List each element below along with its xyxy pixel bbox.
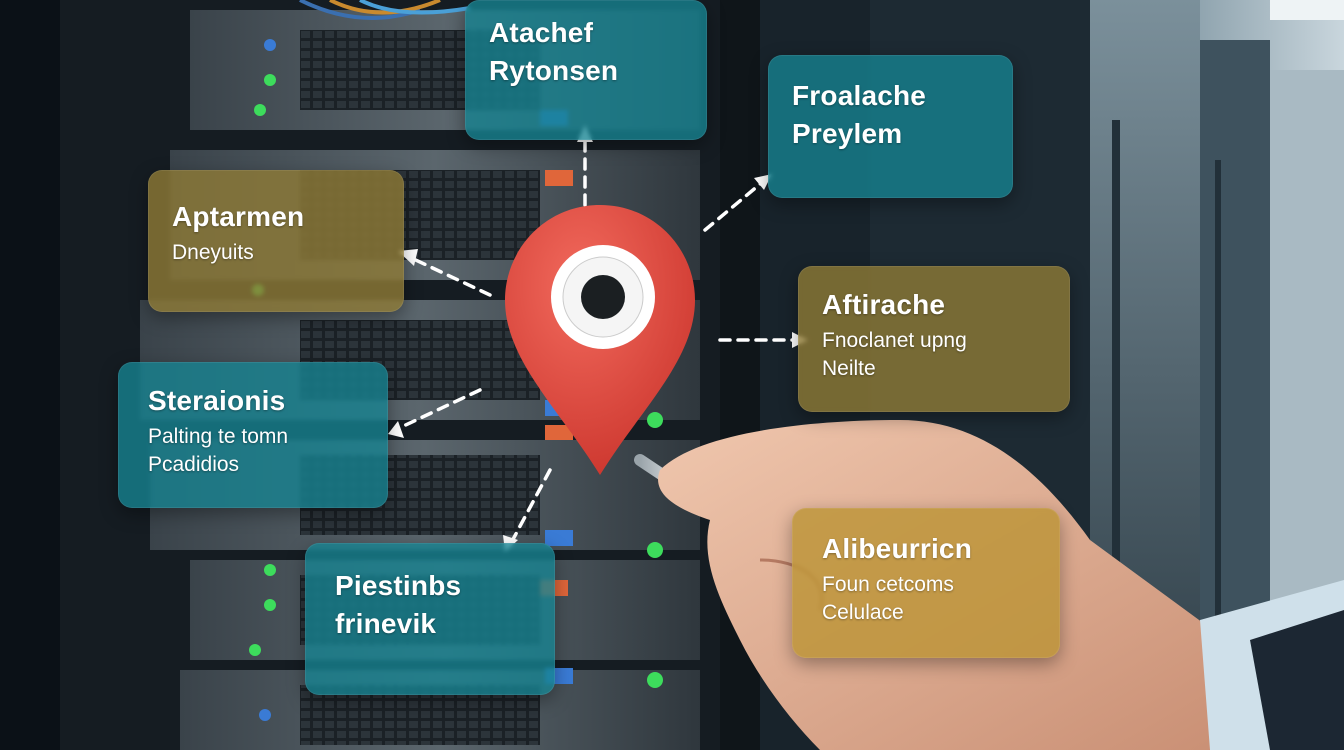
card-bottom-right-title: Alibeurricn xyxy=(822,533,973,564)
card-bottom-right: Alibeurricn Foun cetcoms Celulace xyxy=(792,508,1060,658)
card-top-center: Atachef Rytonsen xyxy=(465,0,707,140)
card-upper-left: Aptarmen Dneyuits xyxy=(148,170,404,312)
card-upper-left-title: Aptarmen xyxy=(172,201,305,232)
card-mid-left-subtitle-2: Pcadidios xyxy=(148,453,240,476)
rack-frame-left xyxy=(0,0,60,750)
card-top-center-line-2: Rytonsen xyxy=(489,55,619,86)
card-bottom-center: Piestinbs frinevik xyxy=(305,543,555,695)
card-mid-right-title: Aftirache xyxy=(822,289,946,320)
card-bottom-right-subtitle-1: Foun cetcoms xyxy=(822,573,954,596)
card-bottom-right-subtitle-2: Celulace xyxy=(822,601,904,624)
map-pin-icon xyxy=(505,205,695,475)
card-bottom-center-line-2: frinevik xyxy=(335,608,437,639)
card-top-right-line-2: Preylem xyxy=(792,118,903,149)
card-mid-left-title: Steraionis xyxy=(148,385,286,416)
card-bottom-center-line-1: Piestinbs xyxy=(335,570,462,601)
card-mid-right-subtitle-2: Neilte xyxy=(822,357,876,380)
card-top-right-line-1: Froalache xyxy=(792,80,927,111)
card-mid-right-subtitle-1: Fnoclanet upng xyxy=(822,329,967,352)
card-top-center-line-1: Atachef xyxy=(489,17,594,48)
card-top-right: Froalache Preylem xyxy=(768,55,1013,198)
card-mid-right: Aftirache Fnoclanet upng Neilte xyxy=(798,266,1070,412)
card-upper-left-subtitle: Dneyuits xyxy=(172,241,254,264)
card-mid-left: Steraionis Palting te tomn Pcadidios xyxy=(118,362,388,508)
card-mid-left-subtitle-1: Palting te tomn xyxy=(148,425,289,448)
